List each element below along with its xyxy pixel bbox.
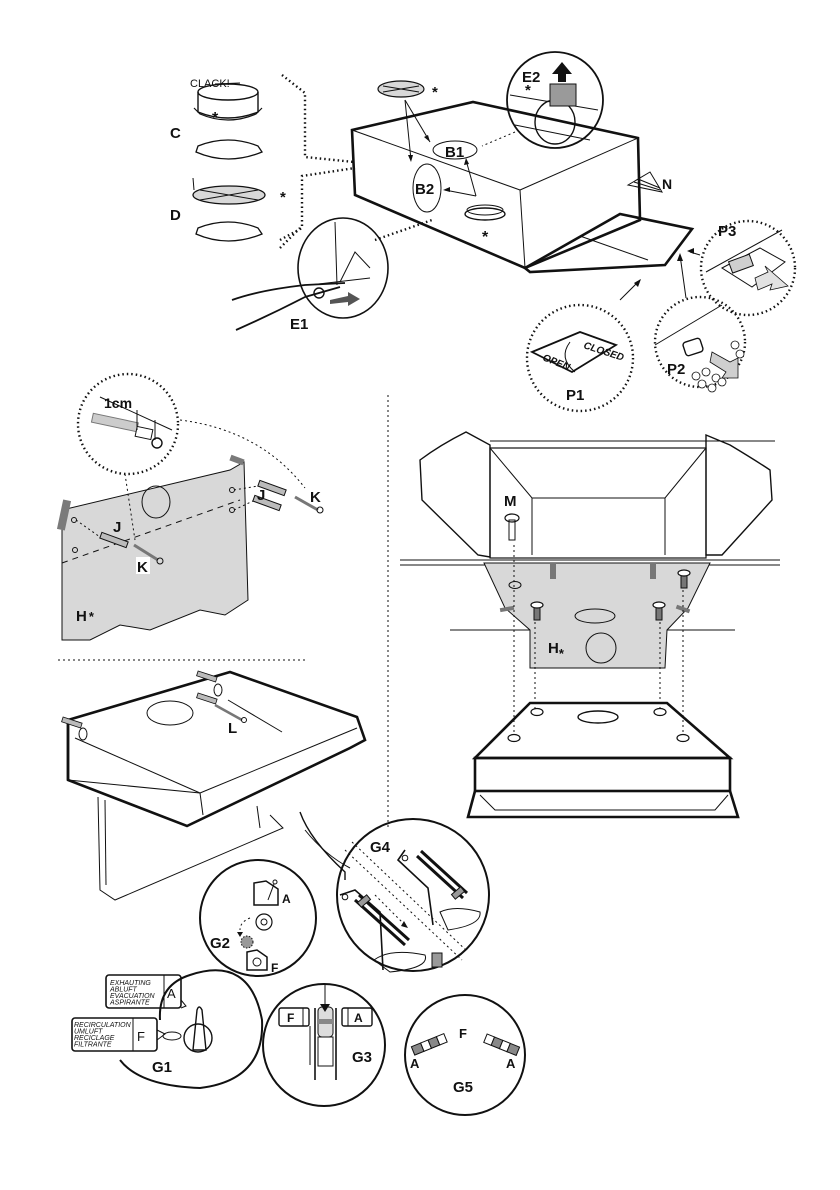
exhaust-line: ASPIRANTE: [109, 1000, 150, 1007]
asterisk-label: *: [482, 229, 489, 246]
label-j-right: J: [257, 487, 265, 504]
label-e1: E1: [290, 316, 308, 333]
label-k-right: K: [310, 489, 321, 506]
label-d: D: [170, 207, 181, 224]
label-f-g2: F: [271, 961, 278, 975]
detail-p3: P3: [687, 219, 797, 317]
label-m: M: [504, 493, 517, 510]
label-k-left: K: [137, 559, 148, 576]
label-p3: P3: [718, 223, 736, 240]
label-n: N: [662, 176, 672, 192]
detail-p2: P2: [653, 253, 747, 393]
exhaust-line: EXHAUTING: [110, 980, 151, 987]
hood-box: B1 B2 * * N: [350, 80, 695, 274]
detail-g3: F A G3: [262, 983, 386, 1107]
detail-1cm: [76, 372, 180, 476]
exhaust-line: EVACUATION: [110, 993, 156, 1000]
wall-mounting-panel: J J K K H* 1cm: [56, 372, 324, 641]
label-e2: E2: [522, 69, 540, 86]
closed-label: CLOSED: [582, 340, 625, 363]
top-exploded-panel: CLACK! * C * D B1: [170, 51, 797, 413]
recirc-line: RECIRCULATION: [74, 1022, 132, 1029]
label-a-g5-right: A: [506, 1056, 516, 1071]
label-g4: G4: [370, 839, 391, 856]
asterisk-label: *: [525, 82, 531, 99]
recirc-label-box: RECIRCULATION UMLUFT RECICLAGE FILTRANTE…: [71, 1017, 166, 1052]
exhaust-letter: A: [167, 986, 176, 1001]
label-a-g5-left: A: [410, 1056, 420, 1071]
detail-g5: F A A G5: [404, 994, 526, 1116]
label-g3: G3: [352, 1049, 372, 1066]
recirc-line: FILTRANTE: [74, 1042, 112, 1049]
ring-c: [195, 139, 263, 160]
detail-e1: E1: [231, 217, 433, 333]
asterisk-label: *: [432, 84, 438, 101]
detail-g4: G4: [299, 811, 490, 973]
label-f-g5: F: [459, 1026, 467, 1041]
asterisk-label: *: [212, 110, 219, 127]
clack-label: CLACK!: [190, 78, 230, 90]
detail-g1: EXHAUTING ABLUFT EVACUATION ASPIRANTE A …: [71, 969, 264, 1090]
exhaust-line: ABLUFT: [109, 987, 138, 994]
opening-b2: [412, 163, 442, 213]
selector-knob: [183, 1023, 213, 1053]
label-a-g2: A: [282, 892, 291, 906]
exhaust-label-box: EXHAUTING ABLUFT EVACUATION ASPIRANTE A: [105, 974, 187, 1009]
label-p2: P2: [667, 361, 685, 378]
recirc-line: UMLUFT: [74, 1029, 103, 1036]
detail-e2: E2 *: [506, 51, 604, 149]
label-j-left: J: [113, 519, 121, 536]
label-l: L: [228, 720, 237, 737]
recirc-line: RECICLAGE: [74, 1035, 115, 1042]
label-g1: G1: [152, 1059, 172, 1076]
label-b2: B2: [415, 181, 434, 198]
ring-d: [195, 221, 263, 242]
detail-g2: A F G2: [199, 859, 317, 977]
asterisk-label: *: [280, 189, 286, 206]
label-f-g3: F: [287, 1011, 294, 1025]
label-b1: B1: [445, 144, 464, 161]
part-c-collar: CLACK! *: [190, 78, 263, 127]
hood-wall-panel: L: [61, 670, 367, 901]
label-g5: G5: [453, 1079, 473, 1096]
label-h-cabinet: H*: [548, 640, 565, 661]
label-g2: G2: [210, 935, 230, 952]
detail-p1: CLOSED OPEN P1: [525, 279, 641, 413]
recirc-letter: F: [137, 1029, 145, 1044]
opening-b1: [432, 140, 478, 160]
label-c: C: [170, 125, 181, 142]
label-a-g3: A: [354, 1011, 363, 1025]
cabinet-mounting-panel: M H*: [400, 431, 780, 819]
label-p1: P1: [566, 387, 584, 404]
label-1cm: 1cm: [104, 395, 132, 411]
label-h: H*: [76, 608, 95, 625]
part-d-filter-disk: *: [192, 177, 286, 206]
